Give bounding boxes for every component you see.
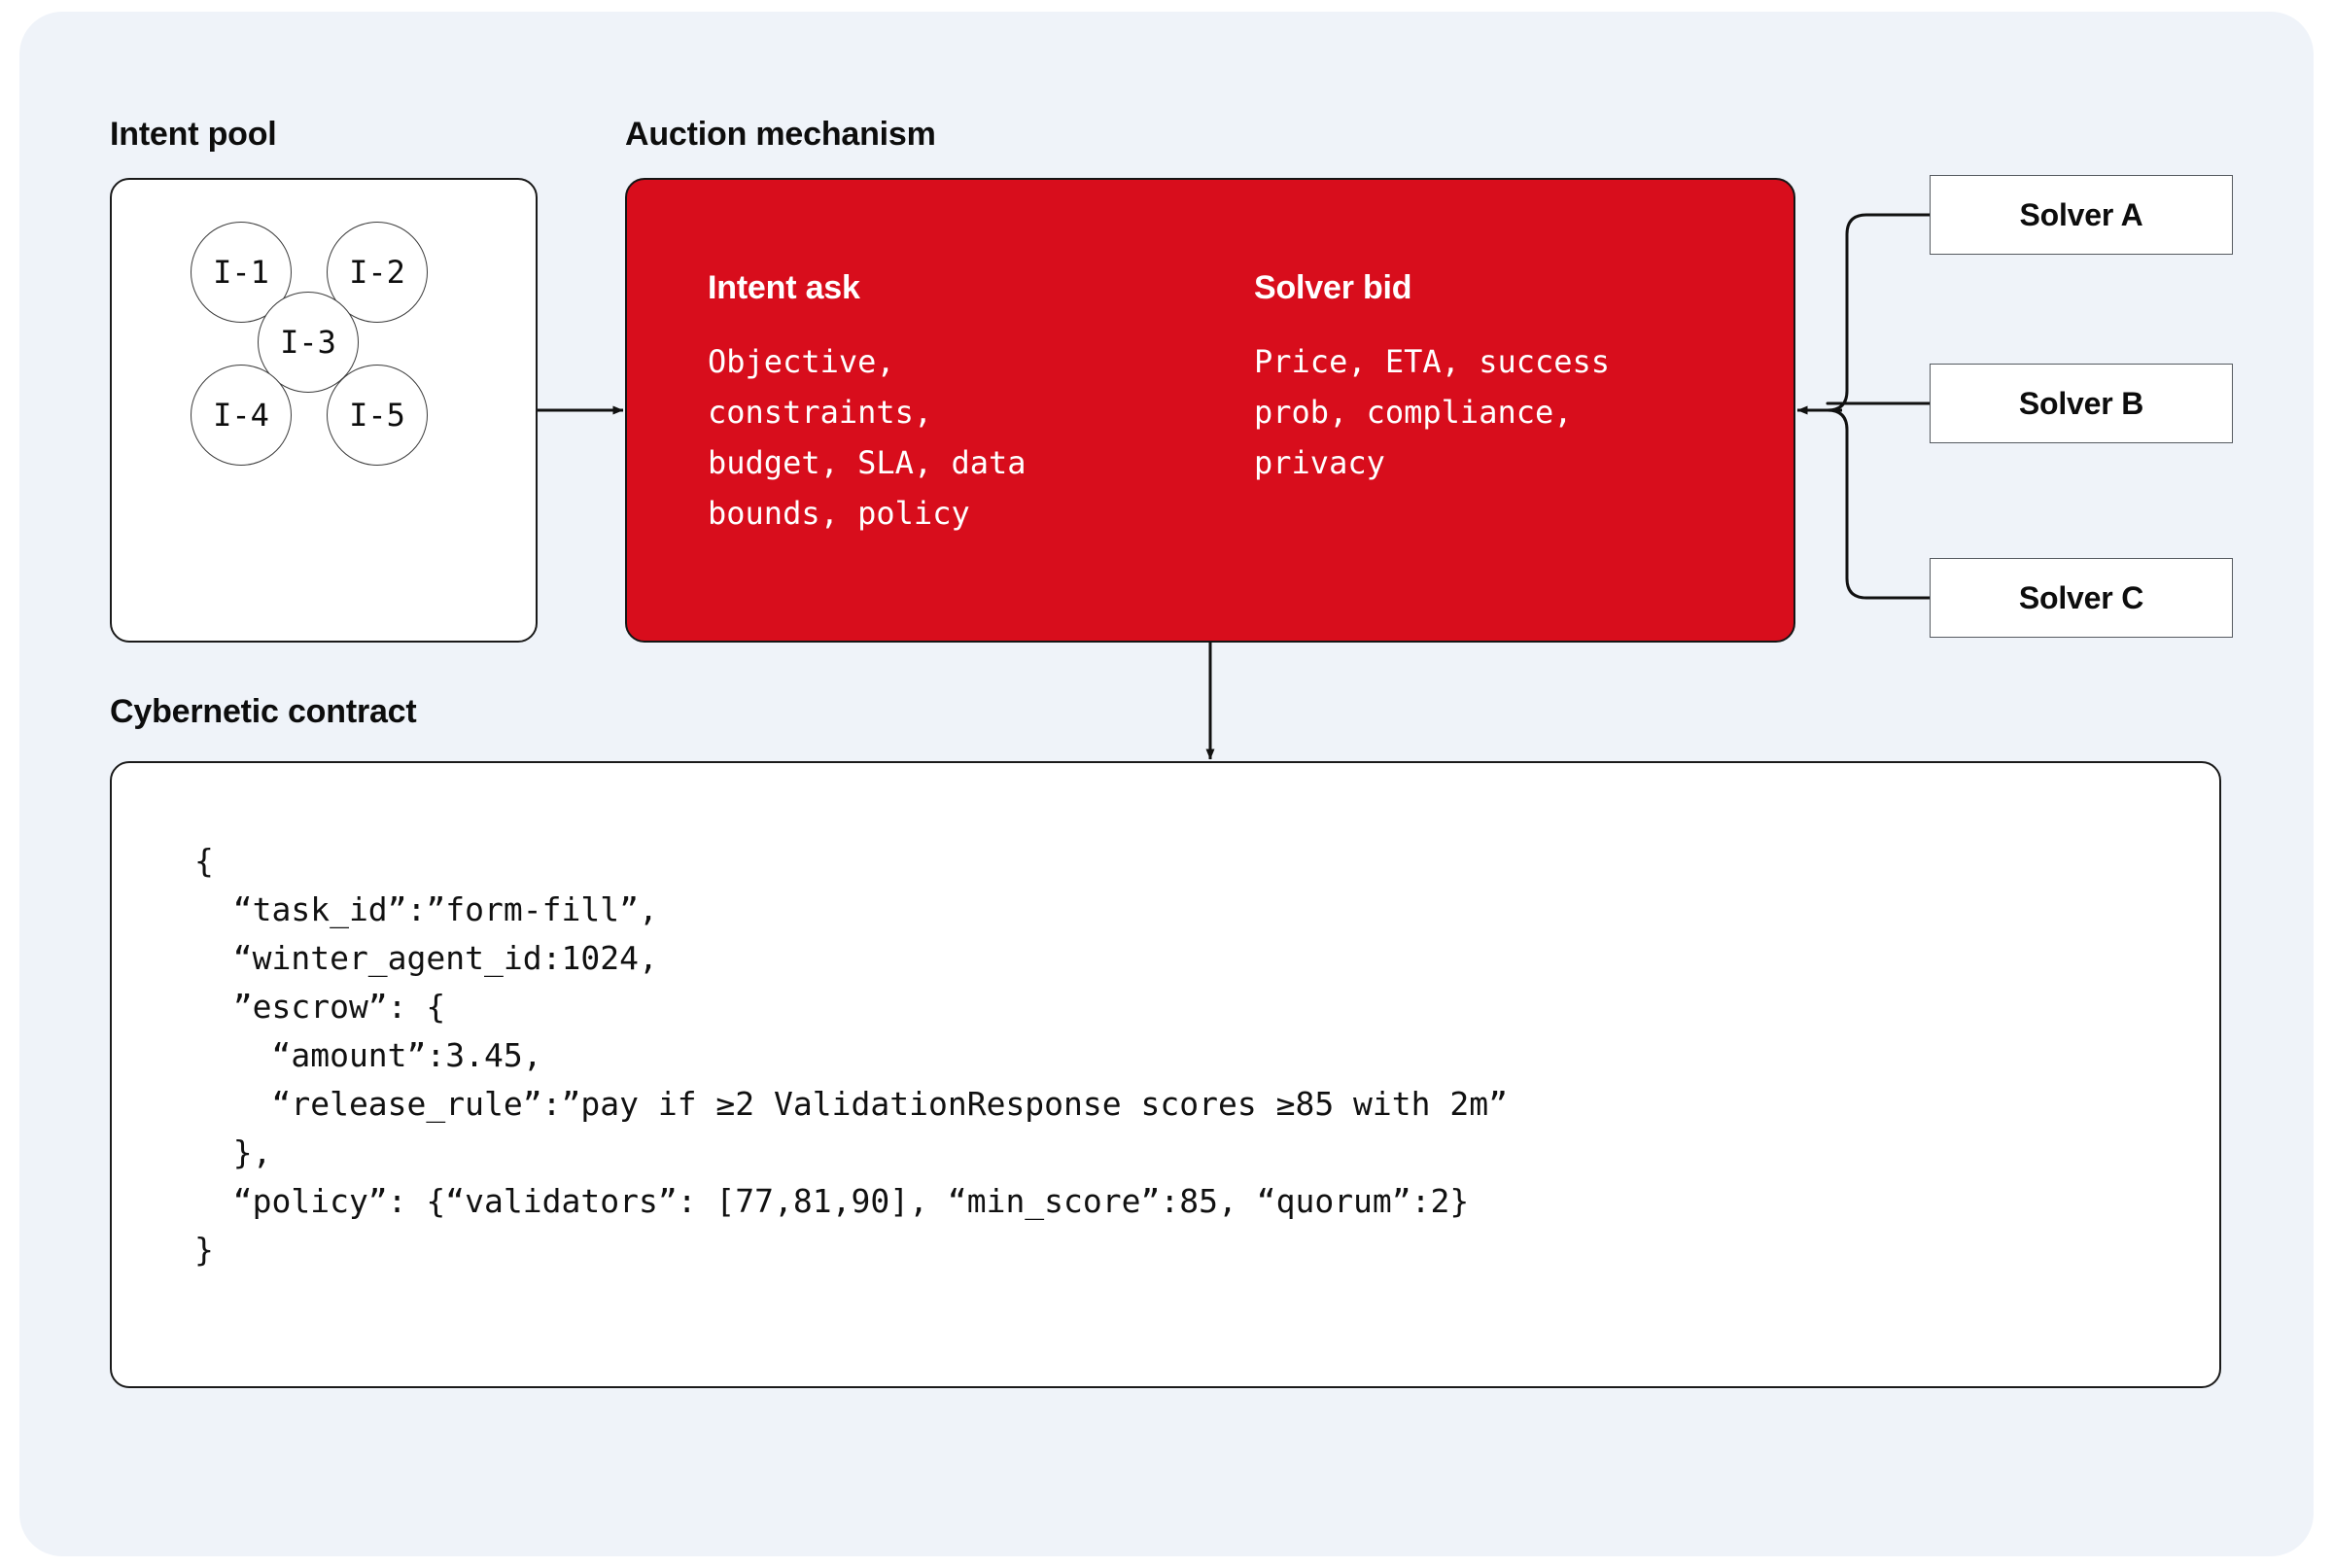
intent-node[interactable]: I-4: [191, 365, 292, 466]
intent-ask-column: Intent ask Objective, constraints, budge…: [708, 268, 1165, 539]
intent-node[interactable]: I-5: [327, 365, 428, 466]
solver-box-a[interactable]: Solver A: [1930, 175, 2233, 255]
intent-node[interactable]: I-2: [327, 222, 428, 323]
solver-bid-body: Price, ETA, success prob, compliance, pr…: [1254, 343, 1611, 481]
solver-bid-title: Solver bid: [1254, 269, 1412, 306]
solver-bid-column: Solver bid Price, ETA, success prob, com…: [1254, 268, 1740, 488]
intent-pool-panel: [110, 178, 538, 643]
intent-pool-heading: Intent pool: [110, 116, 277, 153]
auction-mechanism-panel: [625, 178, 1795, 643]
cybernetic-contract-panel: [110, 761, 2221, 1388]
solver-box-c[interactable]: Solver C: [1930, 558, 2233, 638]
intent-ask-title: Intent ask: [708, 269, 860, 306]
cybernetic-contract-heading: Cybernetic contract: [110, 693, 417, 730]
intent-ask-body: Objective, constraints, budget, SLA, dat…: [708, 343, 1027, 532]
solver-box-b[interactable]: Solver B: [1930, 364, 2233, 443]
intent-node[interactable]: I-3: [258, 292, 359, 393]
contract-json-code: { “task_id”:”form-fill”, “winter_agent_i…: [194, 842, 1509, 1269]
auction-mechanism-heading: Auction mechanism: [625, 116, 936, 153]
